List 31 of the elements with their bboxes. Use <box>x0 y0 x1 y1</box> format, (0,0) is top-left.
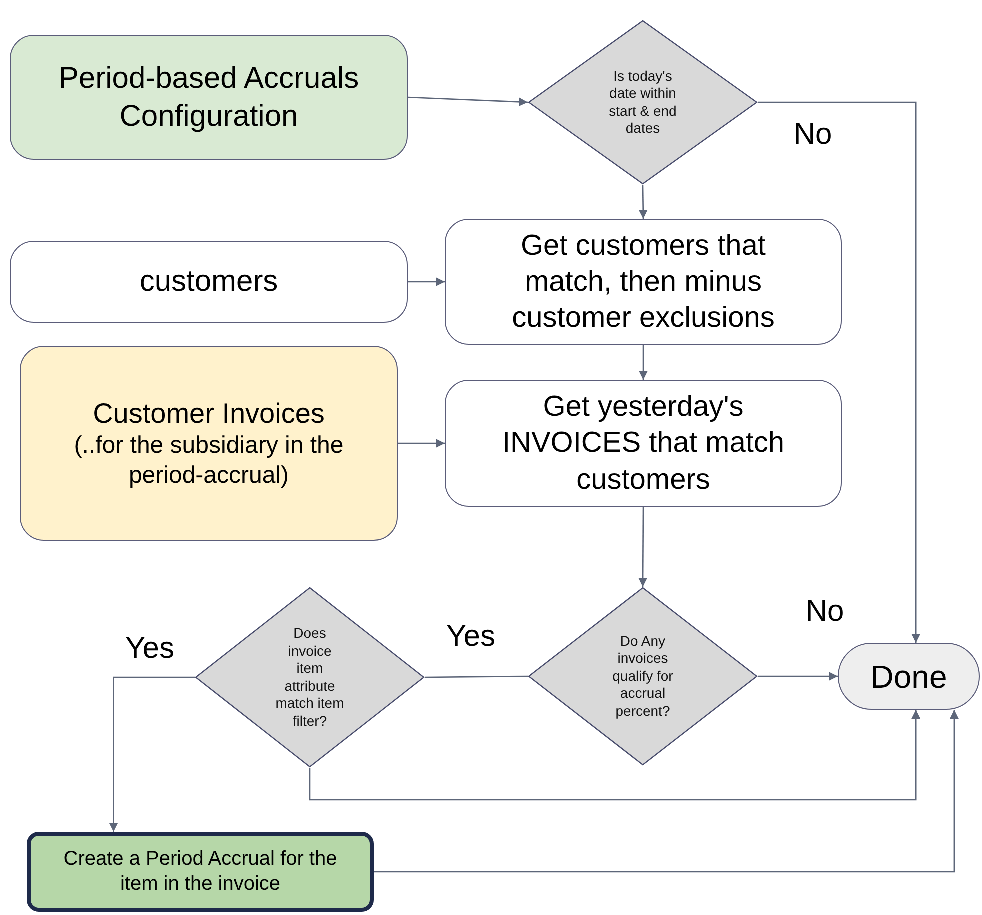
decision-diamond <box>528 587 758 766</box>
node-text: Get customers that match, then minus customer exclusions <box>511 228 776 336</box>
process-box <box>20 346 398 541</box>
decision-diamond <box>528 20 758 185</box>
arrow <box>374 710 959 873</box>
node-text: Is today's date within start & end dates <box>608 68 678 138</box>
process-box <box>10 241 408 323</box>
node-text: Does invoice item attribute match item filter? <box>274 625 346 730</box>
arrow <box>638 507 648 587</box>
arrow <box>109 676 195 832</box>
arrow <box>309 710 921 801</box>
node-text: Create a Period Accrual for the item in the invoice <box>63 847 338 897</box>
decision-diamond <box>195 587 425 768</box>
process-box <box>27 832 374 912</box>
node-text: Done <box>870 658 948 696</box>
arrow <box>758 102 921 643</box>
arrow <box>758 672 838 681</box>
node-text: Do Any invoices qualify for accrual percent? <box>612 632 674 720</box>
arrow <box>408 278 445 286</box>
process-box <box>10 35 408 160</box>
node-text: Customer Invoices <box>93 397 325 431</box>
arrow <box>638 185 648 219</box>
arrow <box>639 345 648 380</box>
arrow <box>408 96 528 107</box>
node-text: Period-based Accruals Configuration <box>58 61 360 134</box>
process-box <box>445 219 842 345</box>
node-text: Get yesterday's INVOICES that match customers <box>501 390 786 498</box>
node-text: (..for the subsidiary in the period-accrual) <box>73 431 345 491</box>
arrow <box>398 439 445 448</box>
process-box <box>445 380 842 507</box>
node-text: customers <box>140 264 278 300</box>
